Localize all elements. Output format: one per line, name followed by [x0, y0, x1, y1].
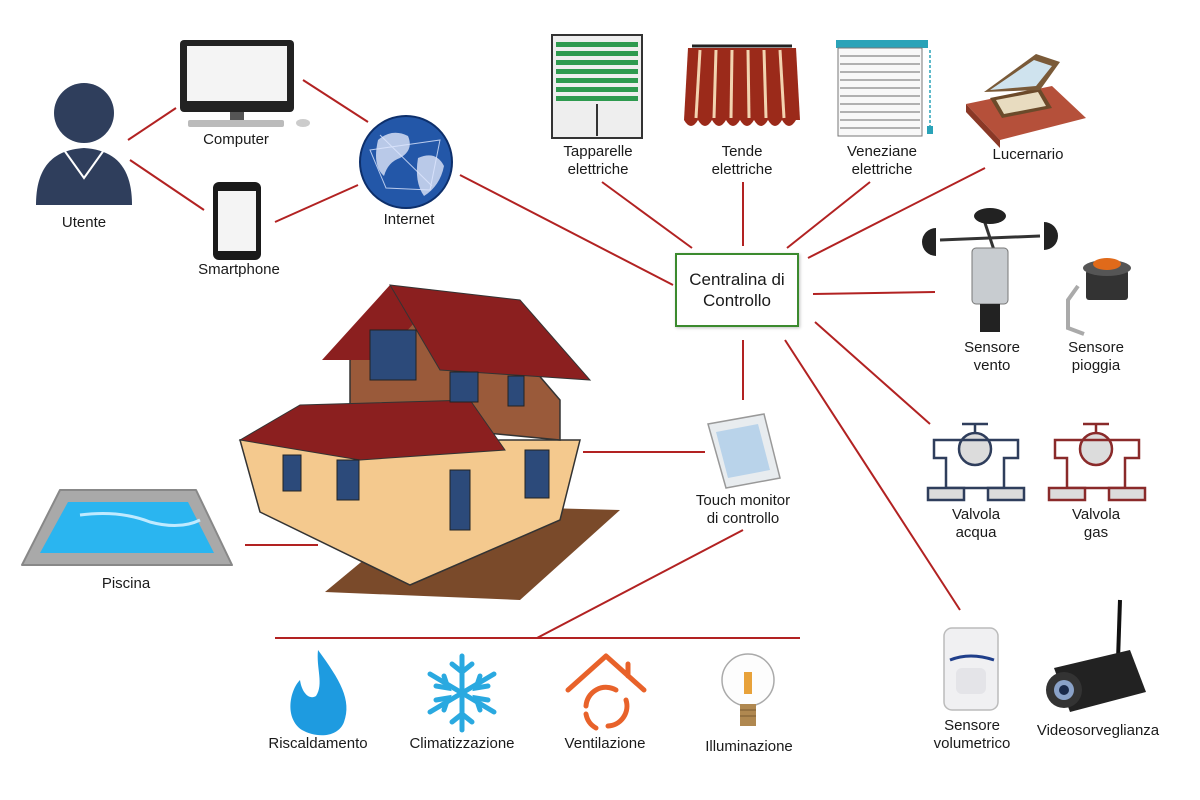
venetian-blind-icon	[836, 40, 933, 137]
globe-icon	[359, 115, 453, 209]
smartphone-icon	[213, 182, 261, 260]
anemometer-icon	[922, 208, 1058, 332]
computer-icon	[180, 40, 310, 127]
label-climatizzazione: Climatizzazione	[409, 735, 515, 752]
camera-icon	[1046, 599, 1146, 712]
user-icon	[36, 83, 132, 205]
rain-sensor-icon	[1066, 258, 1131, 336]
label-videosorveglianza: Videosorveglianza	[1036, 722, 1160, 739]
hub-label-line2: Controllo	[702, 291, 772, 310]
label-internet: Internet	[383, 211, 435, 228]
ventilation-icon	[565, 653, 647, 731]
link-smartphone-internet	[274, 184, 359, 223]
link-user-computer	[127, 107, 177, 141]
house-icon	[238, 284, 620, 600]
link-user-smartphone	[129, 159, 205, 211]
touch-panel-icon	[707, 413, 781, 489]
link-touch-services	[536, 529, 744, 639]
gas-valve-icon	[1047, 422, 1147, 502]
skylight-icon	[966, 54, 1086, 148]
label-ventilazione: Ventilazione	[564, 735, 646, 752]
label-smartphone: Smartphone	[198, 261, 280, 278]
roller-shutter-icon	[551, 34, 643, 139]
label-illuminazione: Illuminazione	[705, 738, 793, 755]
flame-icon	[290, 650, 347, 736]
connection-lines	[127, 79, 986, 639]
control-unit-box[interactable]: Centralina di Controllo	[675, 253, 799, 327]
link-tapparelle-hub	[601, 181, 693, 249]
link-volumetrico-hub	[784, 339, 961, 611]
label-lucernario: Lucernario	[992, 146, 1064, 163]
link-internet-hub	[459, 174, 674, 286]
label-riscaldamento: Riscaldamento	[268, 735, 368, 752]
awning-icon	[684, 44, 800, 126]
label-piscina: Piscina	[101, 575, 151, 592]
link-vento-hub	[812, 291, 936, 295]
label-utente: Utente	[61, 214, 107, 231]
water-valve-icon	[926, 422, 1026, 502]
link-lucernario-hub	[807, 167, 986, 259]
snowflake-icon	[427, 653, 497, 733]
link-valvole-hub	[814, 321, 931, 425]
link-veneziane-hub	[786, 181, 871, 249]
hub-label-line1: Centralina di	[689, 270, 785, 289]
link-computer-internet	[302, 79, 369, 123]
pool-icon	[21, 489, 233, 566]
motion-sensor-icon	[943, 627, 999, 711]
light-bulb-icon	[721, 653, 775, 726]
label-computer: Computer	[203, 131, 269, 148]
